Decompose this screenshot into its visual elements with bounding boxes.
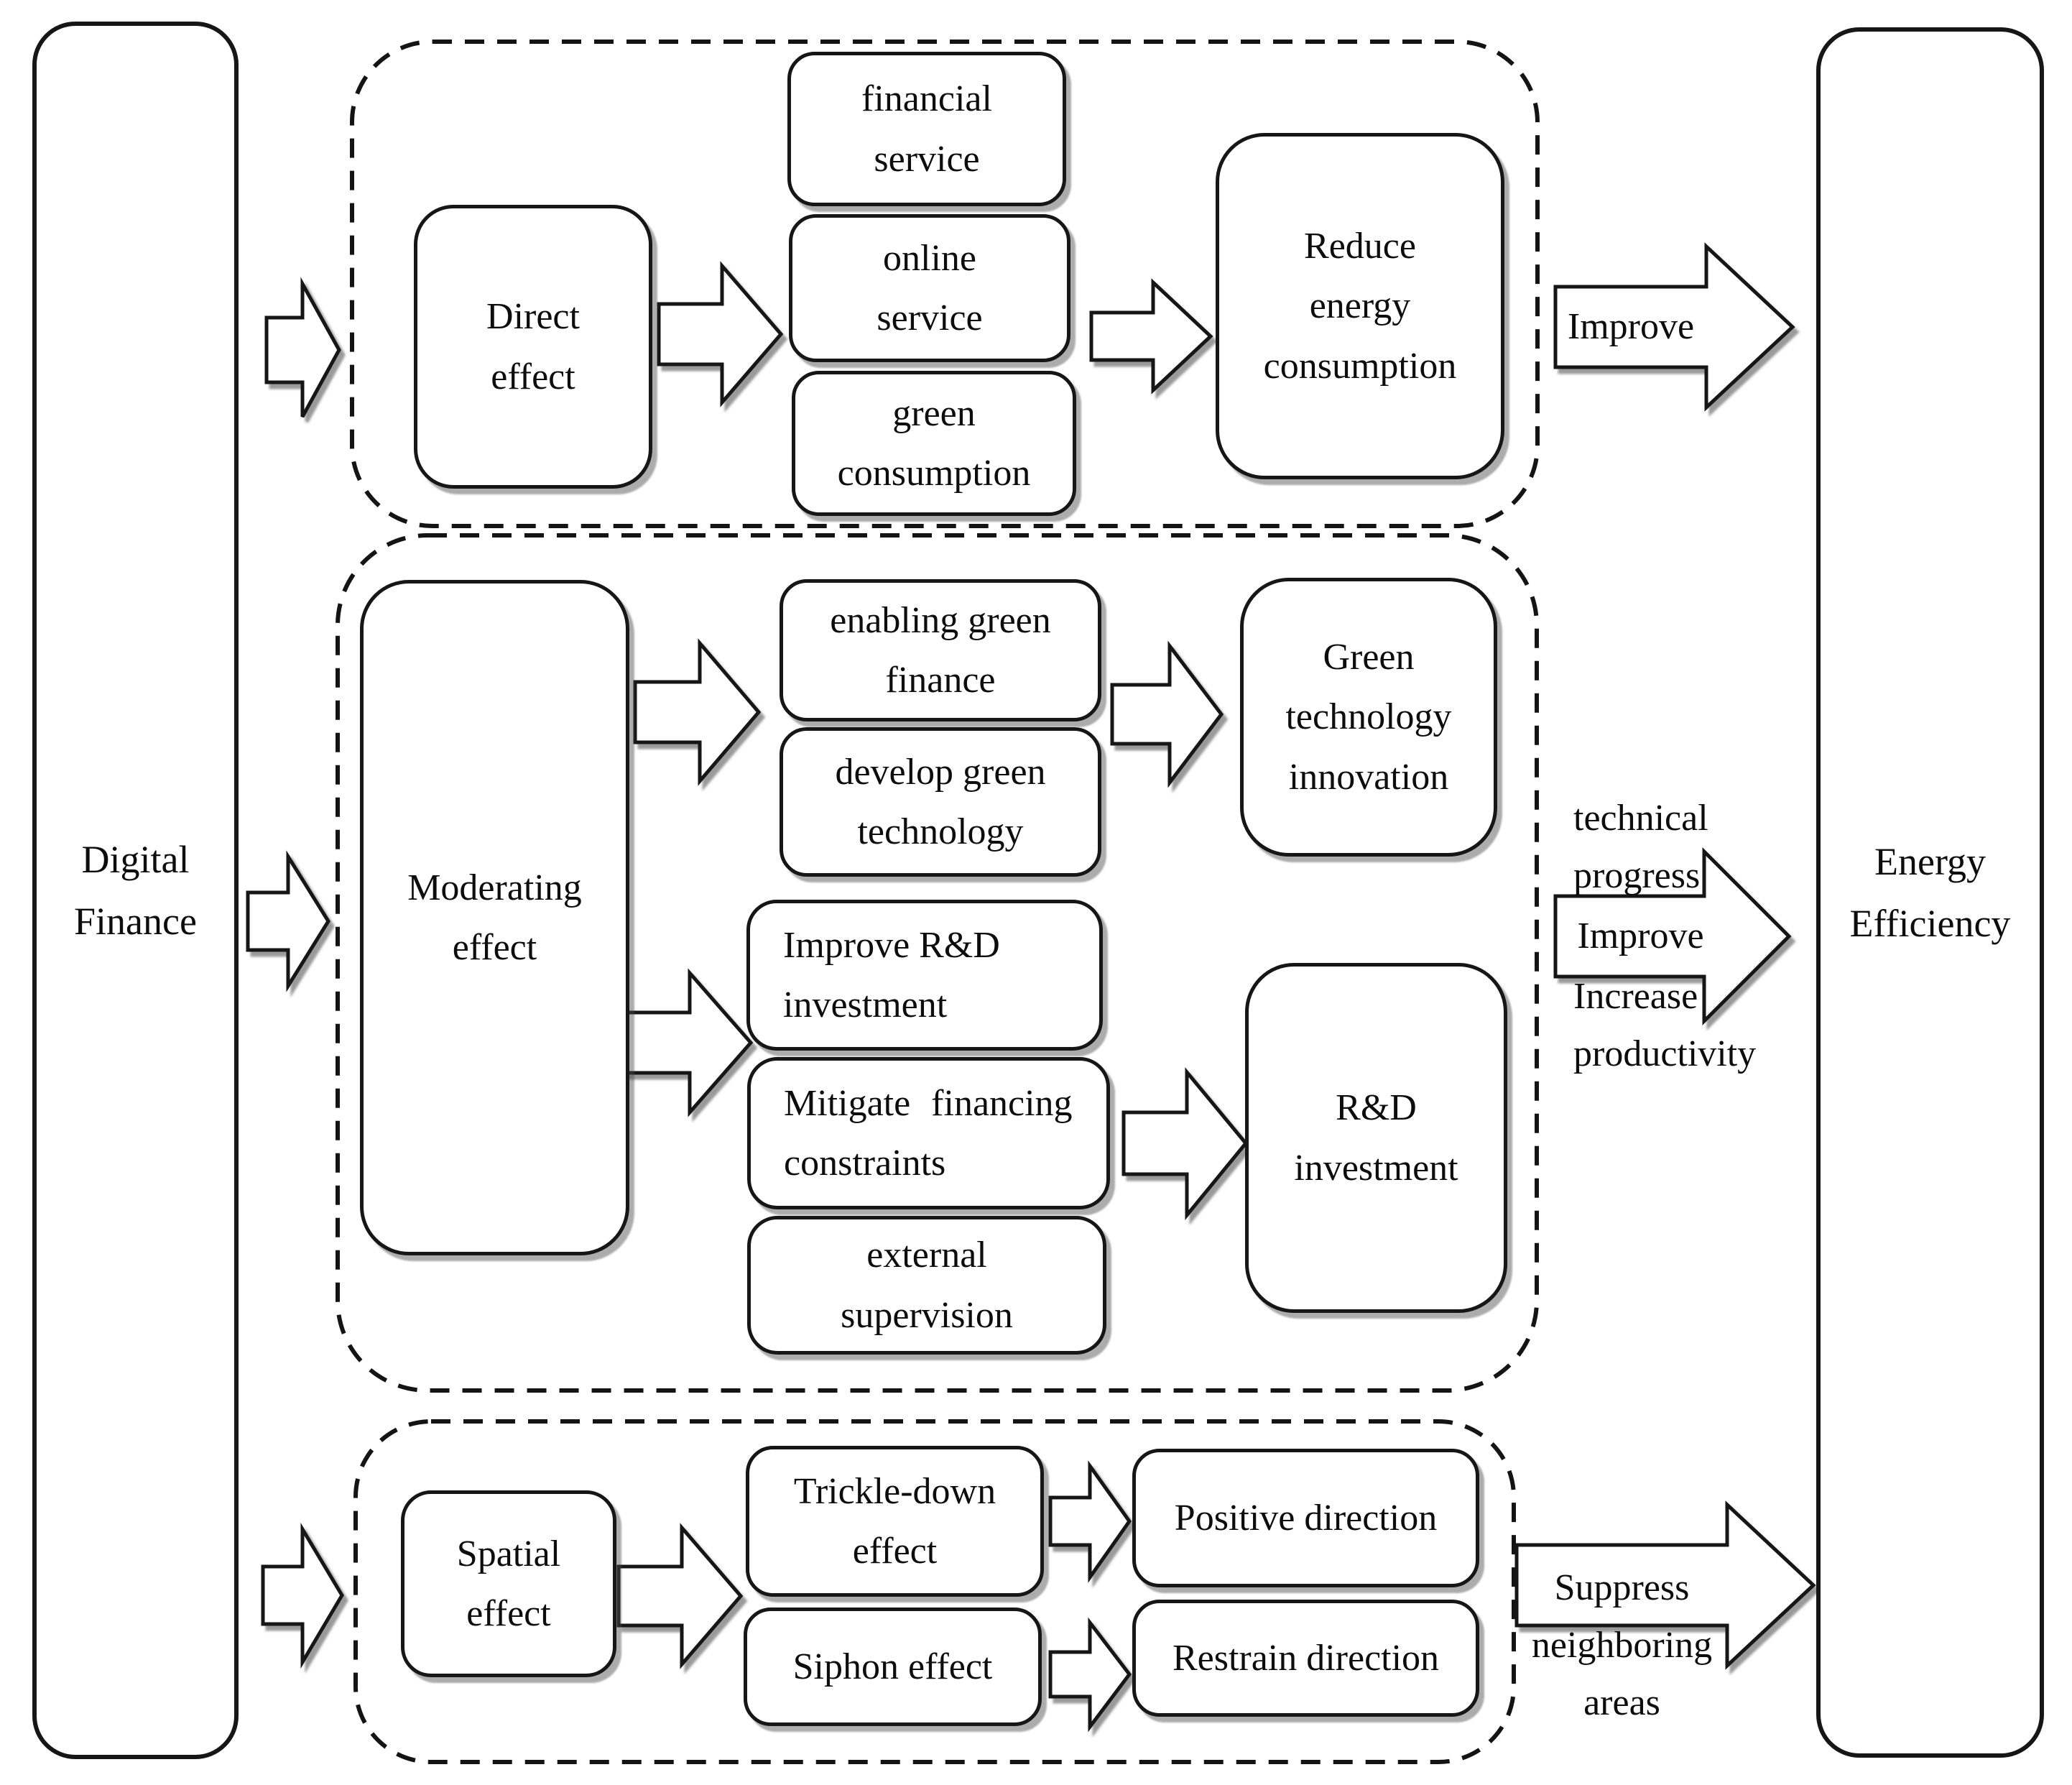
node-financial-service: financial service — [787, 52, 1066, 206]
improve-arrow-label: Improve — [1567, 306, 1695, 347]
node-positive-direction-label: Positive direction — [1174, 1497, 1438, 1539]
node-develop-green-technology: develop green technology — [780, 727, 1101, 877]
node-online-service: online service — [789, 214, 1070, 362]
node-green-consumption-label: green consumption — [837, 392, 1031, 494]
node-external-supervision-label: external supervision — [841, 1235, 1013, 1336]
node-reduce-energy-consumption: Reduce energy consumption — [1216, 133, 1504, 479]
arrow-moderating-to-green-channels — [633, 638, 762, 786]
node-trickle-down-effect: Trickle-down effect — [746, 1446, 1044, 1597]
arrow-suppress-to-energy-efficiency — [1514, 1500, 1816, 1670]
node-mitigate-financing-constraints-label: Mitigate financing constraints — [784, 1082, 1073, 1184]
arrow-digital-finance-to-moderating-effect — [246, 850, 330, 992]
node-financial-service-label: financial service — [861, 78, 992, 180]
moderating-effect-group-border — [336, 533, 1539, 1393]
arrow-improve-to-energy-efficiency — [1553, 242, 1795, 412]
node-moderating-effect-label: Moderating effect — [407, 867, 582, 968]
node-enabling-green-finance-label: enabling green finance — [830, 599, 1051, 701]
node-direct-effect-label: Direct effect — [486, 296, 580, 397]
node-restrain-direction: Restrain direction — [1132, 1600, 1479, 1717]
arrow-channels-to-reduce-energy — [1089, 278, 1213, 395]
arrow-trickle-to-positive — [1048, 1460, 1132, 1583]
node-restrain-direction-label: Restrain direction — [1172, 1637, 1440, 1679]
arrow-moderating-to-rd-channels — [623, 968, 754, 1117]
node-spatial-effect: Spatial effect — [401, 1490, 616, 1677]
node-trickle-down-effect-label: Trickle-down effect — [793, 1470, 996, 1572]
arrow-siphon-to-restrain — [1048, 1617, 1132, 1733]
node-develop-green-technology-label: develop green technology — [835, 751, 1046, 852]
spatial-effect-group-border — [353, 1419, 1516, 1764]
node-reduce-energy-consumption-label: Reduce energy consumption — [1263, 226, 1457, 387]
improve-middle-arrow-label: Improve — [1577, 915, 1704, 956]
node-energy-efficiency: Energy Efficiency — [1816, 27, 2044, 1758]
node-rd-investment: R&D investment — [1245, 963, 1507, 1313]
technical-progress-label: technical progress — [1573, 798, 1708, 896]
node-rd-investment-label: R&D investment — [1294, 1087, 1458, 1189]
node-direct-effect: Direct effect — [414, 205, 652, 489]
arrow-channels-to-rd-investment — [1121, 1067, 1249, 1220]
node-enabling-green-finance: enabling green finance — [780, 579, 1101, 721]
node-green-consumption: green consumption — [792, 371, 1076, 516]
direct-effect-group-border — [350, 40, 1540, 528]
suppress-neighboring-areas-label: Suppress neighboring areas — [1531, 1567, 1713, 1723]
node-positive-direction: Positive direction — [1132, 1449, 1479, 1587]
arrow-technical-progress-to-energy-efficiency — [1553, 847, 1792, 1026]
arrow-digital-finance-to-direct-effect — [264, 277, 341, 418]
node-mitigate-financing-constraints: Mitigate financing constraints — [747, 1057, 1110, 1209]
node-moderating-effect: Moderating effect — [360, 580, 629, 1255]
arrow-digital-finance-to-spatial-effect — [261, 1522, 344, 1669]
arrow-green-channels-to-innovation — [1110, 640, 1224, 788]
node-spatial-effect-label: Spatial effect — [456, 1533, 561, 1634]
node-digital-finance-label: Digital Finance — [74, 837, 197, 943]
node-online-service-label: online service — [877, 237, 983, 338]
arrow-spatial-to-effects — [616, 1523, 744, 1669]
node-improve-rd-investment-label: Improve R&D investment — [783, 924, 1000, 1025]
increase-productivity-label: Increase productivity — [1573, 976, 1757, 1074]
node-improve-rd-investment: Improve R&D investment — [746, 900, 1103, 1051]
node-green-technology-innovation: Green technology innovation — [1240, 578, 1497, 857]
arrow-direct-effect-to-channels — [657, 261, 784, 407]
node-siphon-effect-label: Siphon effect — [792, 1646, 993, 1687]
node-green-technology-innovation-label: Green technology innovation — [1285, 637, 1452, 798]
node-external-supervision: external supervision — [747, 1216, 1106, 1355]
node-siphon-effect: Siphon effect — [744, 1608, 1042, 1726]
node-digital-finance: Digital Finance — [32, 22, 239, 1759]
node-energy-efficiency-label: Energy Efficiency — [1849, 839, 2011, 945]
